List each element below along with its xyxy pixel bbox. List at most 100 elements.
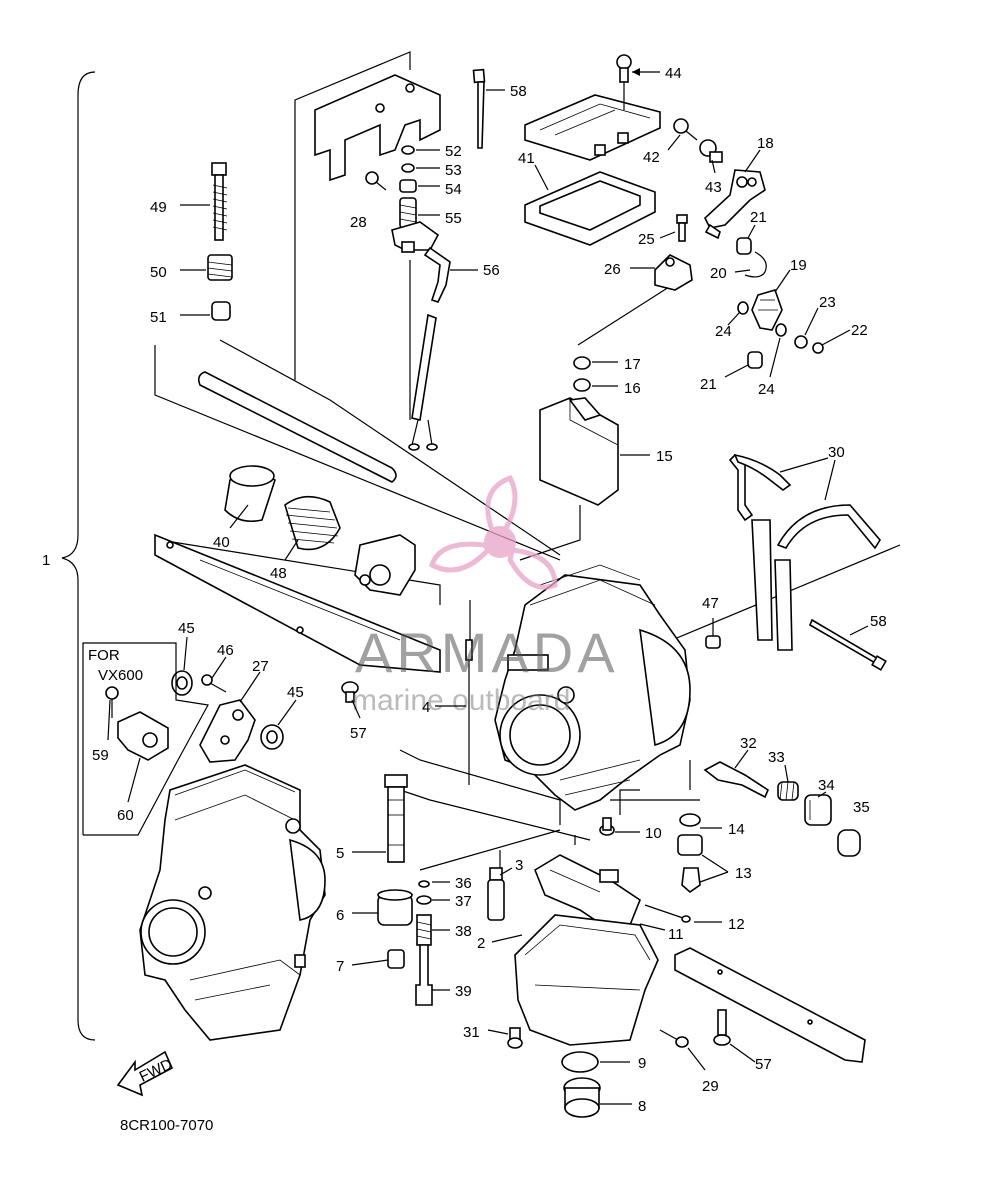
svg-text:60: 60 [117,807,134,824]
throttle-bracket [314,74,441,182]
callout-4: 4 [422,699,466,716]
callout-33: 33 [768,749,789,783]
svg-text:45: 45 [178,620,195,637]
bracket-26 [654,254,693,291]
svg-text:49: 49 [150,199,167,216]
callout-52: 52 [416,143,462,160]
nut-16 [573,378,591,392]
throttle-shaft [198,371,397,483]
screw-44 [616,54,632,110]
callout-58-top: 58 [486,83,527,100]
callout-10: 10 [615,825,662,842]
screw-25 [676,214,688,242]
svg-text:28: 28 [350,214,367,231]
screw-10 [599,817,615,836]
svg-text:21: 21 [700,376,717,393]
callout-45b: 45 [277,684,304,726]
callout-44: 44 [632,65,682,82]
callout-49: 49 [150,199,210,216]
callout-23: 23 [804,294,836,336]
starter-body [354,534,416,596]
lever-18 [704,169,766,240]
collar-21b [747,351,763,369]
main-jet-7 [387,949,405,969]
svg-text:37: 37 [455,893,472,910]
cap-35 [837,829,861,857]
screw-43 [699,139,723,163]
callout-38: 38 [432,923,472,940]
callout-16: 16 [592,380,641,397]
vent-hoses-30 [728,453,881,651]
nut-17 [573,356,591,370]
callout-36: 36 [432,875,472,892]
callout-57a: 57 [350,699,367,742]
callout-28: 28 [350,214,367,231]
callout-40: 40 [213,504,249,551]
washer-24 [737,301,787,337]
callout-21b: 21 [700,364,749,393]
svg-text:24: 24 [758,381,775,398]
screw-29 [659,1029,689,1048]
cap-40 [224,465,276,523]
callout-56: 56 [450,262,500,279]
callouts: 1 58 44 41 42 43 18 21 25 26 20 19 24 23… [42,65,887,1115]
callout-22: 22 [821,322,868,346]
assembly-brace [61,71,96,1041]
watermark-brand: ARMADA [355,621,619,684]
svg-text:41: 41 [518,150,535,167]
callout-53: 53 [416,162,462,179]
callout-27: 27 [239,658,269,703]
bracket-27 [199,699,256,763]
plug-34 [804,794,832,826]
oring-14 [679,813,701,827]
svg-text:12: 12 [728,916,745,933]
carburetor-body-center [494,564,691,811]
nut-22 [812,342,824,354]
svg-text:53: 53 [445,162,462,179]
callout-34: 34 [817,777,835,798]
callout-55: 55 [418,210,462,227]
svg-text:32: 32 [740,735,757,752]
svg-text:31: 31 [463,1024,480,1041]
svg-text:54: 54 [445,181,462,198]
callout-41: 41 [518,150,549,191]
callout-48: 48 [270,539,299,582]
callout-29: 29 [687,1047,719,1095]
svg-text:56: 56 [483,262,500,279]
callout-8: 8 [600,1098,646,1115]
callout-24a: 24 [715,311,741,340]
svg-text:1: 1 [42,552,50,569]
svg-text:58: 58 [510,83,527,100]
svg-text:33: 33 [768,749,785,766]
screw-46 [201,674,227,693]
svg-text:15: 15 [656,448,673,465]
screw-31 [507,1027,523,1049]
for-label-line1: FOR [88,647,120,664]
callout-18: 18 [744,135,774,173]
callout-15: 15 [620,448,673,465]
svg-text:17: 17 [624,356,641,373]
callout-35: 35 [853,799,870,816]
collar-21a [736,237,752,255]
callout-32: 32 [734,735,757,769]
callout-39: 39 [432,983,472,1000]
lever-19 [751,289,783,331]
svg-text:22: 22 [851,322,868,339]
callout-43: 43 [705,159,722,196]
svg-text:43: 43 [705,179,722,196]
callout-14: 14 [700,821,745,838]
svg-text:59: 59 [92,747,109,764]
svg-text:19: 19 [790,257,807,274]
plug-47 [705,635,721,649]
callout-21a: 21 [747,209,767,239]
svg-text:40: 40 [213,534,230,551]
top-cover [524,94,661,161]
callout-47: 47 [702,595,719,636]
svg-text:50: 50 [150,264,167,281]
callout-11: 11 [639,923,684,943]
svg-text:5: 5 [336,845,344,862]
callout-45a: 45 [178,620,195,671]
svg-text:36: 36 [455,875,472,892]
drain-plug-8 [563,1077,601,1118]
